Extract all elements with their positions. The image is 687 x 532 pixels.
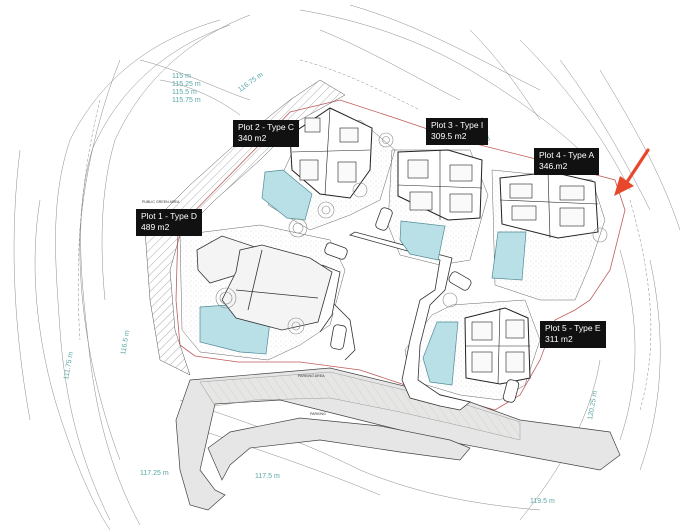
contour-lines xyxy=(13,4,681,531)
contour-lines-dashed xyxy=(77,59,652,411)
plot-5-title: Plot 5 - Type E xyxy=(545,323,601,333)
villa-plot-5 xyxy=(464,307,531,385)
contour-label: 116.5 m xyxy=(120,330,131,356)
villa-plot-1 xyxy=(196,235,333,331)
contour-label: 116.75 m xyxy=(237,71,265,93)
parking-annotation: PARKING xyxy=(310,412,326,416)
contour-label: 115.25 m xyxy=(172,81,201,88)
small-annotations: PUBLIC GREEN AREA PARKING AREA PARKING xyxy=(142,200,326,416)
plot-1-area: 489 m2 xyxy=(141,222,170,232)
contour-label: 117.5 m xyxy=(255,473,280,480)
public-green-area-annotation: PUBLIC GREEN AREA xyxy=(142,200,180,204)
plot-2-title: Plot 2 - Type C xyxy=(238,122,295,132)
pool-plot-2 xyxy=(261,169,313,221)
plot-2-area: 340 m2 xyxy=(238,133,267,143)
plot-4-area: 346.m2 xyxy=(539,161,568,171)
pool-plot-5 xyxy=(422,321,459,386)
villa-plot-3 xyxy=(397,149,483,221)
plot-1-title: Plot 1 - Type D xyxy=(141,211,198,221)
plot-5-area: 311 m2 xyxy=(545,334,573,344)
plot-3-area: 309.5 m2 xyxy=(431,131,467,141)
pool-plot-3 xyxy=(399,220,446,261)
plot-1-label: Plot 1 - Type D 489 m2 xyxy=(136,209,203,236)
contour-label: 111.75 m xyxy=(63,351,75,380)
plot-3-label: Plot 3 - Type I 309.5 m2 xyxy=(426,118,489,145)
plot-5-label: Plot 5 - Type E 311 m2 xyxy=(540,321,606,348)
parked-cars xyxy=(324,207,520,403)
plot-3-title: Plot 3 - Type I xyxy=(431,120,484,130)
contour-label: 119.5 m xyxy=(530,498,555,505)
contour-label: 115 m xyxy=(172,73,191,80)
plot-4-label: Plot 4 - Type A 346.m2 xyxy=(534,148,600,175)
red-arrow-icon xyxy=(614,148,650,196)
trees xyxy=(215,132,608,335)
contour-label: 115.75 m xyxy=(172,97,201,104)
plot-4-title: Plot 4 - Type A xyxy=(539,150,595,160)
parking-area-annotation: PARKING AREA xyxy=(298,374,325,378)
contour-label: 117.25 m xyxy=(140,470,169,477)
villa-plot-2 xyxy=(289,107,373,199)
pool-plot-4 xyxy=(491,231,527,281)
plot-2-label: Plot 2 - Type C 340 m2 xyxy=(233,120,300,147)
contour-label: 115.5 m xyxy=(172,89,197,96)
contour-label: 120.25 m xyxy=(587,390,599,420)
